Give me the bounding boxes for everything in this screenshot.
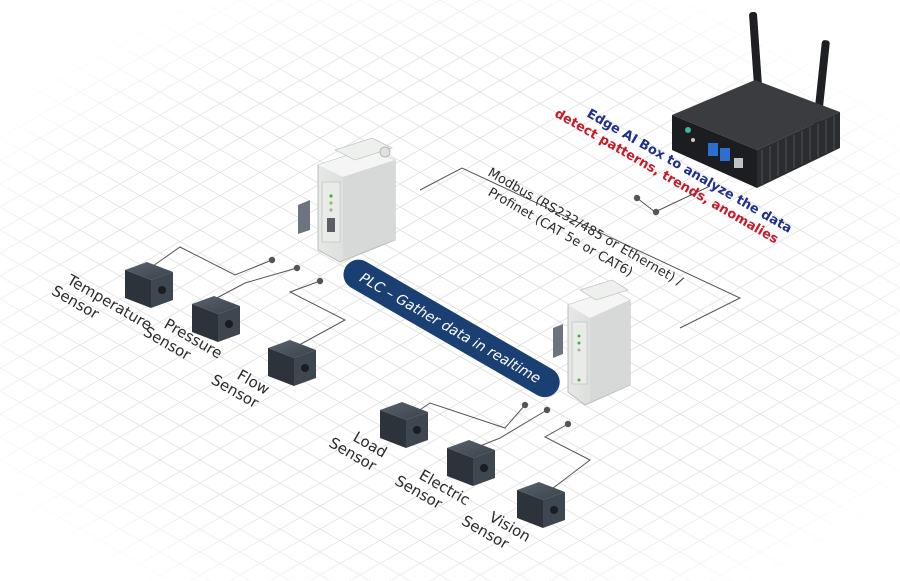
sensor-cubes [125,262,565,528]
wire-flow [288,280,347,351]
wire-vision [539,423,591,499]
network-lines [419,167,742,329]
pressure-sensor-cube [192,296,240,342]
wire-temperature [149,246,273,276]
edge-ai-box [672,12,840,188]
vision-sensor-cube [517,482,565,528]
plc-unit-2 [553,279,631,406]
electric-sensor-cube [447,440,495,486]
plc-unit-1 [298,137,396,263]
wire-pressure [212,267,298,301]
temperature-sensor-cube [125,262,173,308]
load-sensor-cube [380,402,428,448]
flow-sensor-cube [268,340,316,386]
